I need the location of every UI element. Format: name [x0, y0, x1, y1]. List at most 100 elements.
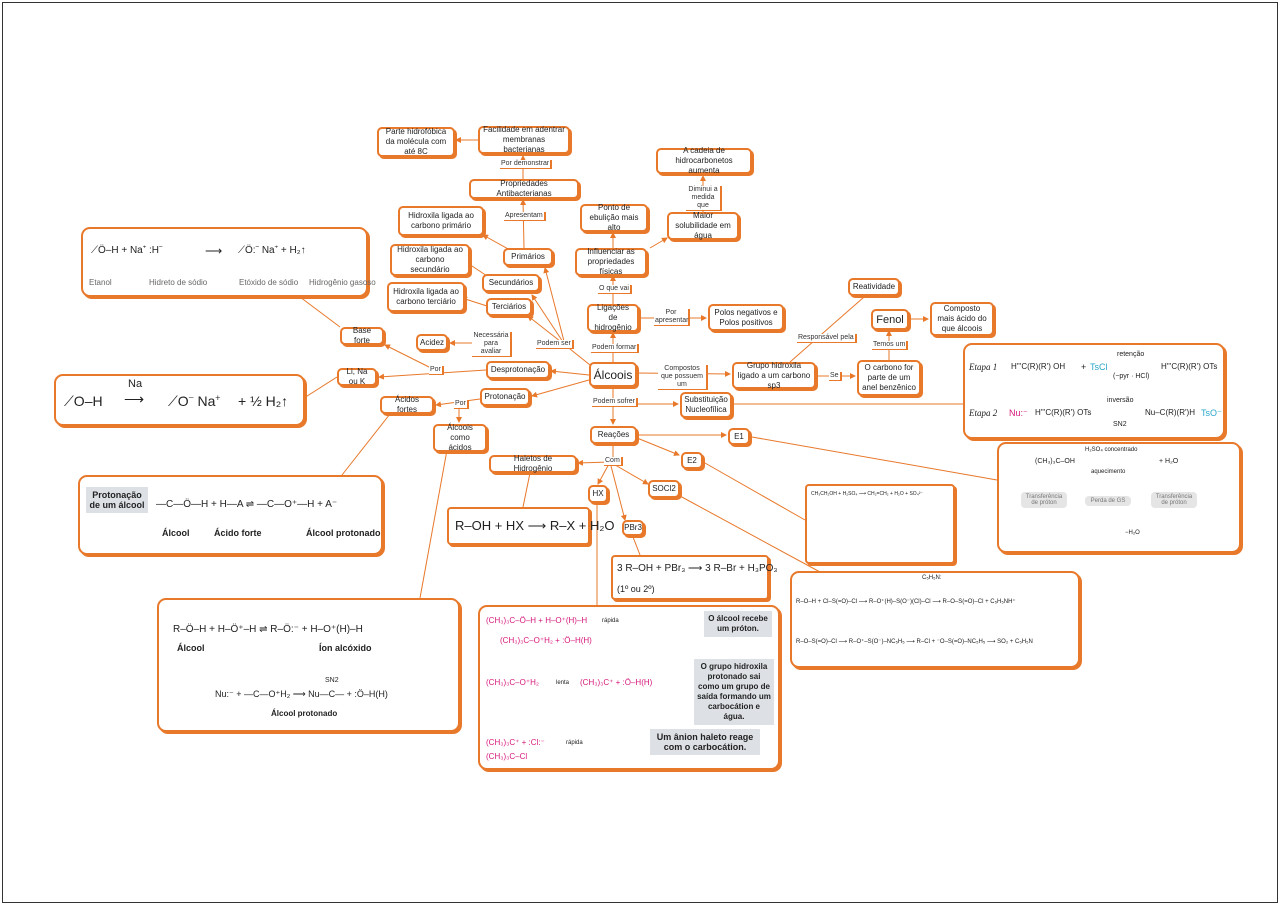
pbr3-equation: 3 R–OH + PBr₃ ⟶ 3 R–Br + H₃PO₃ — [617, 563, 778, 574]
link — [299, 296, 341, 328]
products: ⟋Ö:⁻ Na⁺ + H₂↑ — [238, 245, 306, 256]
node-protonacao: Protonação — [480, 388, 530, 406]
name-etoxido: Etóxido de sódio — [239, 278, 299, 287]
link — [520, 199, 527, 249]
label-apresentam: Apresentam — [504, 212, 546, 221]
note-step-1: O álcool recebe um próton. — [704, 611, 772, 637]
name-alcool: Álcool — [162, 528, 190, 538]
reactants: ⟋Ö–H + Na⁺ :H⁻ — [91, 245, 163, 256]
panel-socl2-mechanism: C₅H₅N: R–O–H + Cl–S(=O)–Cl ⟶ R–O⁺(H)–S(O… — [790, 571, 1080, 668]
panel-pbr3-equation: 3 R–OH + PBr₃ ⟶ 3 R–Br + H₃PO₃ (1º ou 2º… — [611, 555, 778, 600]
link — [543, 267, 566, 346]
panel-alcoxido: R–Ö–H + H–Ö⁺–H ⇌ R–Ö:⁻ + H–O⁺(H)–H Álcoo… — [157, 598, 460, 732]
node-ponto-ebulicao: Ponto de ebulição mais alto — [580, 203, 648, 232]
panel-e2-mechanism: CH₃CH₂OH + H₂SO₄ ⟶ CH₂=CH₂ + H₂O + SO₄²⁻ — [805, 484, 955, 564]
step-1: Transferência de próton — [1021, 492, 1067, 508]
link — [522, 472, 531, 508]
node-haletos-hidrogenio: Haletos de Hidrogênio — [489, 454, 577, 473]
node-e1: E1 — [728, 428, 750, 445]
cond-inversao: inversão — [1107, 397, 1134, 404]
label-por-apresentar: Por apresentar — [654, 309, 690, 326]
node-acidos-fortes: Ácidos fortes — [380, 395, 434, 414]
node-acidez: Acidez — [416, 334, 448, 351]
node-reatividade: Reatividade — [848, 278, 900, 296]
tosylate: TsO⁻ — [1201, 408, 1222, 418]
plus: + — [1081, 362, 1087, 372]
label-responsavel: Responsável pela — [797, 334, 857, 343]
step-2: Perda de GS — [1085, 496, 1131, 506]
panel-protonacao: Protonação de um álcool —C—Ö—H + H—A ⇌ —… — [78, 475, 383, 555]
e2-equation: CH₃CH₂OH + H₂SO₄ ⟶ CH₂=CH₂ + H₂O + SO₄²⁻ — [811, 491, 924, 497]
pyridine: C₅H₅N: — [922, 575, 942, 581]
pbr3-note: (1º ou 2º) — [617, 584, 655, 594]
product-1: H'''C(R)(R') OTs — [1161, 362, 1218, 371]
node-hidroxila-primario: Hidroxila ligada ao carbono primário — [398, 206, 484, 236]
node-parte-hidrofobica: Parte hidrofóbica da molécula com até 8C — [377, 127, 455, 157]
cond-sn2: SN2 — [1113, 421, 1127, 428]
sn1-step3-product: (CH₃)₃C–Cl — [486, 752, 528, 761]
node-o-carbono: O carbono for parte de um anel benzênico — [857, 360, 921, 396]
reactant: ⟋O–H — [64, 393, 103, 409]
name-alcool: Álcool — [177, 643, 205, 653]
tscl: TsCl — [1090, 362, 1108, 372]
link — [609, 461, 627, 521]
node-primarios: Primários — [503, 248, 553, 266]
label-podem-ser: Podem ser — [536, 340, 574, 349]
node-maior-solubilidade: Maior solubilidade em água — [667, 211, 739, 240]
node-alcoois: Álcoois — [589, 362, 637, 387]
node-substituicao-nucleofilica: Substituição Nucleofílica — [680, 392, 732, 418]
socl2-row-1: R–O–H + Cl–S(=O)–Cl ⟶ R–O⁺(H)–S(O⁻)(Cl)–… — [796, 599, 1016, 605]
e1-cond: H₂SO₄ concentrado — [1085, 447, 1138, 453]
sn2-equation: Nu:⁻ + —C—O⁺H₂ ⟶ Nu—C— + :Ö–H(H) — [215, 689, 388, 699]
hx-equation: R–OH + HX ⟶ R–X + H₂O — [455, 518, 615, 533]
note-step-2: O grupo hidroxila protonado sai como um … — [694, 659, 774, 725]
node-socl2: SOCl2 — [648, 480, 680, 498]
link — [789, 289, 873, 363]
node-hidroxila-secundario: Hidroxila ligada ao carbono secundário — [390, 244, 470, 276]
reagent: Na — [128, 378, 143, 390]
panel-e1-mechanism: (CH₃)₃C–OH H₂SO₄ concentrado aquecimento… — [997, 442, 1241, 553]
link — [704, 462, 806, 521]
node-composto-mais-acido: Composto mais ácido do que álcoois — [930, 302, 994, 336]
protonacao-title: Protonação de um álcool — [86, 487, 148, 513]
panel-hx-equation: R–OH + HX ⟶ R–X + H₂O — [447, 507, 615, 545]
panel-sodium-reaction: ⟋O–H Na ⟶ ⟋O⁻ Na⁺ + ½ H₂↑ — [54, 374, 305, 426]
protonacao-equation: —C—Ö—H + H—A ⇌ —C—O⁺—H + A⁻ — [156, 499, 338, 510]
sn1-step2-reactant: (CH₃)₃C–O⁺H₂ — [486, 678, 539, 687]
link — [341, 413, 391, 476]
node-pbr3: PBr3 — [622, 520, 644, 536]
link — [649, 237, 668, 249]
link — [632, 536, 641, 556]
link — [751, 436, 998, 481]
step-3: Transferência de próton — [1151, 492, 1197, 508]
link — [419, 449, 448, 599]
name-etanol: Etanol — [89, 278, 112, 287]
node-cadeia-hidrocarbonetos: A cadeia de hidrocarbonetos aumenta — [656, 146, 752, 175]
link — [461, 296, 488, 307]
sn1-step1-products: (CH₃)₃C–O⁺H₂ + :Ö–H(H) — [500, 636, 592, 645]
node-e2: E2 — [681, 452, 703, 469]
product: ⟋O⁻ Na⁺ — [168, 393, 221, 409]
label-compostos: Compostos que possuem um — [658, 365, 708, 390]
node-influenciar: Influenciar as propriedades físicas — [575, 247, 647, 276]
node-reacoes: Reações — [590, 426, 637, 444]
node-hidroxila-terciario: Hidroxila ligada ao carbono terciário — [387, 282, 465, 312]
socl2-row-2: R–O–S(=O)–Cl ⟶ R–O⁺–S(O⁻)–NC₅H₅ ⟶ R–Cl +… — [796, 639, 1033, 645]
panel-tosylate: Etapa 1 H'''C(R)(R') OH + TsCl retenção … — [963, 343, 1225, 439]
label-podem-sofrer: Podem sofrer — [592, 398, 639, 407]
reactant-1: H'''C(R)(R') OH — [1011, 362, 1066, 371]
e1-reactant: (CH₃)₃C–OH — [1035, 458, 1075, 465]
name-hidreto: Hidreto de sódio — [149, 278, 208, 287]
cond-retencao: retenção — [1117, 351, 1145, 358]
byproduct: + ½ H₂↑ — [238, 393, 289, 409]
label-com: Com — [604, 457, 623, 466]
node-secundarios: Secundários — [482, 274, 540, 292]
label-diminui: Diminui a medida que — [686, 186, 722, 211]
node-grupo-hidroxila: Grupo hidroxila ligado a um carbono sp3 — [732, 361, 816, 390]
label-por-2: Por — [454, 400, 469, 409]
etapa-2: Etapa 2 — [969, 408, 998, 418]
link — [531, 379, 590, 398]
sn1-step1-reactants: (CH₃)₃C–Ö–H + H–O⁺(H)–H — [486, 616, 588, 625]
minus-h2o: −H₂O — [1125, 530, 1140, 536]
